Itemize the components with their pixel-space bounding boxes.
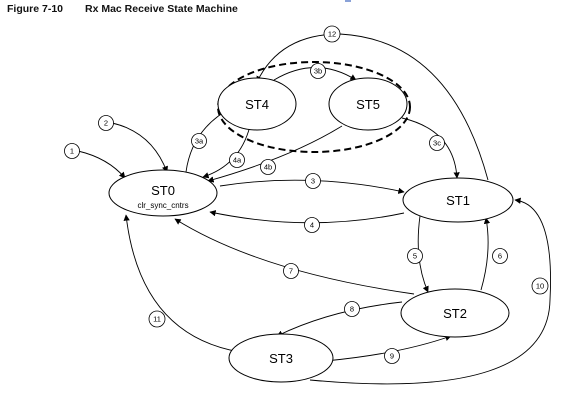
badge-t7-label: 7 (289, 267, 293, 276)
state-st2-label: ST2 (443, 306, 467, 321)
edge-t8 (276, 301, 403, 337)
badge-t1-label: 1 (70, 147, 74, 156)
state-st5[interactable]: ST5 (328, 77, 408, 131)
state-st5-label: ST5 (356, 97, 380, 112)
badge-t9-label: 9 (390, 352, 394, 361)
badge-t4-label: 4 (310, 221, 314, 230)
badge-t11: 11 (148, 310, 166, 328)
badge-t4a: 4a (229, 152, 245, 168)
badge-t3: 3 (305, 173, 321, 189)
badge-t2-label: 2 (104, 119, 108, 128)
badge-t4: 4 (304, 217, 320, 233)
edge-t12 (256, 33, 489, 181)
state-st4-label: ST4 (245, 97, 269, 112)
badge-t6-label: 6 (498, 252, 502, 261)
state-st3[interactable]: ST3 (228, 333, 334, 383)
edge-t6 (480, 217, 491, 291)
badge-t5: 5 (407, 248, 423, 264)
badge-t3c: 3c (429, 135, 445, 151)
state-st1[interactable]: ST1 (402, 177, 514, 223)
edge-t11 (123, 214, 241, 353)
state-st4[interactable]: ST4 (217, 77, 297, 131)
badge-t3-label: 3 (311, 177, 315, 186)
badge-t12-label: 12 (328, 30, 336, 39)
state-st1-label: ST1 (446, 193, 470, 208)
badge-t4b-label: 4b (264, 163, 272, 172)
badge-t11-label: 11 (153, 315, 161, 324)
badge-t8: 8 (344, 301, 360, 317)
decorative-mark (345, 0, 351, 2)
state-st0[interactable]: ST0 clr_sync_cntrs (108, 169, 218, 217)
badge-t10: 10 (531, 277, 549, 295)
badge-t12: 12 (323, 25, 341, 43)
badge-t3b-label: 3b (314, 67, 322, 76)
edge-t4b (207, 125, 343, 183)
badge-t1: 1 (64, 143, 80, 159)
badge-t7: 7 (283, 263, 299, 279)
badge-t10-label: 10 (536, 282, 544, 291)
edge-t10 (309, 197, 551, 385)
state-st3-label: ST3 (269, 351, 293, 366)
badge-t3a: 3a (191, 133, 207, 149)
state-st0-sublabel: clr_sync_cntrs (137, 201, 188, 210)
figure-number: Figure 7-10 (7, 3, 64, 15)
edge-t3c (401, 117, 460, 179)
badge-t4b: 4b (260, 159, 276, 175)
badge-t6: 6 (492, 248, 508, 264)
edge-t1 (77, 150, 126, 179)
badge-t3c-label: 3c (433, 139, 441, 148)
badge-t3a-label: 3a (195, 137, 204, 146)
badge-t8-label: 8 (350, 305, 354, 314)
edge-t7 (174, 218, 415, 295)
badge-t5-label: 5 (413, 252, 417, 261)
state-st2[interactable]: ST2 (400, 288, 510, 338)
badge-t3b: 3b (310, 63, 326, 79)
badge-t2: 2 (98, 115, 114, 131)
figure-title: Rx Mac Receive State Machine (85, 3, 238, 15)
st4-st5-group-outline (217, 61, 411, 153)
state-st0-label: ST0 (151, 183, 175, 198)
badge-t9: 9 (384, 348, 400, 364)
badge-t4a-label: 4a (233, 156, 242, 165)
edge-t4a (202, 125, 251, 179)
edge-t2 (111, 122, 168, 173)
